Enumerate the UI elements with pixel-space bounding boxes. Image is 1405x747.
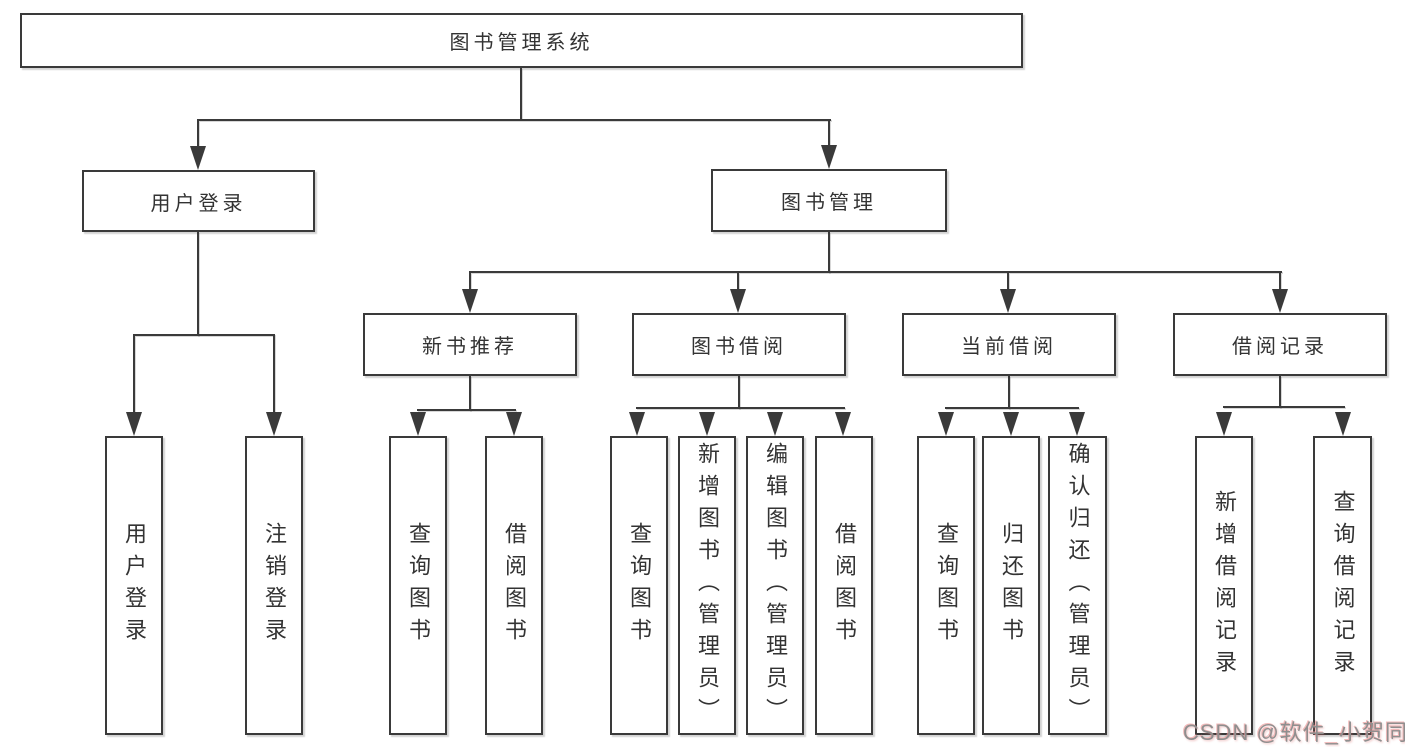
leaf-query-books-recommend: 查询图书 bbox=[389, 436, 447, 735]
leaf-query-books-borrowing-label: 查询图书 bbox=[627, 521, 652, 650]
node-book-borrowing-label: 图书借阅 bbox=[691, 336, 787, 358]
leaf-confirm-return-admin-label: 确认归还（管理员） bbox=[1065, 441, 1091, 730]
edge-line bbox=[197, 119, 831, 121]
node-borrow-records: 借阅记录 bbox=[1173, 313, 1387, 376]
node-borrow-records-label: 借阅记录 bbox=[1232, 336, 1328, 358]
leaf-edit-book-admin-label: 编辑图书（管理员） bbox=[763, 441, 788, 730]
node-new-book-recommend: 新书推荐 bbox=[363, 313, 577, 376]
edge-line bbox=[1223, 406, 1345, 408]
edge-line bbox=[945, 407, 1079, 409]
node-user-login-label: 用户登录 bbox=[150, 192, 247, 215]
arrowhead-down-icon bbox=[410, 412, 426, 436]
leaf-query-books-current-label: 查询图书 bbox=[934, 521, 959, 650]
node-root-label: 图书管理系统 bbox=[449, 32, 594, 54]
leaf-add-book-admin-label: 新增图书（管理员） bbox=[695, 441, 720, 730]
edge-line bbox=[469, 273, 471, 291]
arrowhead-down-icon bbox=[835, 412, 851, 436]
node-new-book-recommend-label: 新书推荐 bbox=[422, 336, 518, 358]
leaf-borrow-books-recommend-label: 借阅图书 bbox=[502, 521, 527, 650]
arrowhead-down-icon bbox=[1335, 412, 1351, 436]
leaf-return-books: 归还图书 bbox=[982, 436, 1040, 735]
edge-line bbox=[197, 232, 199, 336]
leaf-logout: 注销登录 bbox=[245, 436, 303, 735]
node-book-borrowing: 图书借阅 bbox=[632, 313, 846, 376]
node-book-management: 图书管理 bbox=[711, 169, 947, 232]
csdn-watermark: CSDN @软件_小贺同学 bbox=[1183, 720, 1405, 745]
edge-line bbox=[828, 232, 830, 273]
leaf-confirm-return-admin: 确认归还（管理员） bbox=[1048, 436, 1107, 735]
arrowhead-down-icon bbox=[266, 412, 282, 436]
arrowhead-down-icon bbox=[1069, 412, 1085, 436]
edge-line bbox=[133, 334, 275, 336]
edge-line bbox=[738, 376, 740, 409]
arrowhead-down-icon bbox=[629, 412, 645, 436]
leaf-query-borrow-record: 查询借阅记录 bbox=[1313, 436, 1372, 735]
leaf-borrow-books: 借阅图书 bbox=[815, 436, 873, 735]
leaf-borrow-books-label: 借阅图书 bbox=[832, 521, 857, 650]
leaf-query-books-borrowing: 查询图书 bbox=[610, 436, 668, 735]
arrowhead-down-icon bbox=[1216, 412, 1232, 436]
node-root: 图书管理系统 bbox=[20, 13, 1023, 68]
edge-line bbox=[1008, 376, 1010, 409]
arrowhead-down-icon bbox=[1003, 412, 1019, 436]
arrowhead-down-icon bbox=[938, 412, 954, 436]
leaf-add-book-admin: 新增图书（管理员） bbox=[678, 436, 736, 735]
leaf-query-books-recommend-label: 查询图书 bbox=[406, 521, 431, 650]
node-current-borrowing: 当前借阅 bbox=[902, 313, 1116, 376]
edge-line bbox=[133, 336, 135, 413]
edge-line bbox=[197, 121, 199, 147]
leaf-user-login-label: 用户登录 bbox=[122, 521, 147, 650]
leaf-query-books-current: 查询图书 bbox=[917, 436, 975, 735]
edge-line bbox=[1279, 376, 1281, 408]
edge-line bbox=[1279, 273, 1281, 291]
arrowhead-down-icon bbox=[699, 412, 715, 436]
arrowhead-down-icon bbox=[767, 412, 783, 436]
leaf-add-borrow-record-label: 新增借阅记录 bbox=[1212, 489, 1237, 682]
edge-line bbox=[1007, 273, 1009, 291]
edge-line bbox=[417, 409, 516, 411]
edge-line bbox=[273, 336, 275, 413]
node-book-management-label: 图书管理 bbox=[781, 192, 877, 214]
node-current-borrowing-label: 当前借阅 bbox=[961, 336, 1057, 358]
edge-line bbox=[828, 121, 830, 146]
arrowhead-down-icon bbox=[1000, 289, 1016, 313]
leaf-borrow-books-recommend: 借阅图书 bbox=[485, 436, 543, 735]
edge-line bbox=[636, 407, 845, 409]
edge-line bbox=[469, 271, 1282, 273]
leaf-return-books-label: 归还图书 bbox=[999, 521, 1024, 650]
leaf-add-borrow-record: 新增借阅记录 bbox=[1195, 436, 1253, 735]
arrowhead-down-icon bbox=[730, 289, 746, 313]
arrowhead-down-icon bbox=[190, 146, 206, 170]
arrowhead-down-icon bbox=[126, 412, 142, 436]
leaf-logout-label: 注销登录 bbox=[262, 521, 287, 650]
arrowhead-down-icon bbox=[1272, 289, 1288, 313]
arrowhead-down-icon bbox=[462, 289, 478, 313]
edge-line bbox=[520, 68, 522, 120]
arrowhead-down-icon bbox=[821, 145, 837, 169]
arrowhead-down-icon bbox=[506, 412, 522, 436]
leaf-query-borrow-record-label: 查询借阅记录 bbox=[1330, 489, 1356, 682]
node-user-login: 用户登录 bbox=[82, 170, 315, 232]
leaf-user-login: 用户登录 bbox=[105, 436, 163, 735]
edge-line bbox=[737, 273, 739, 291]
leaf-edit-book-admin: 编辑图书（管理员） bbox=[746, 436, 804, 735]
edge-line bbox=[469, 376, 471, 411]
